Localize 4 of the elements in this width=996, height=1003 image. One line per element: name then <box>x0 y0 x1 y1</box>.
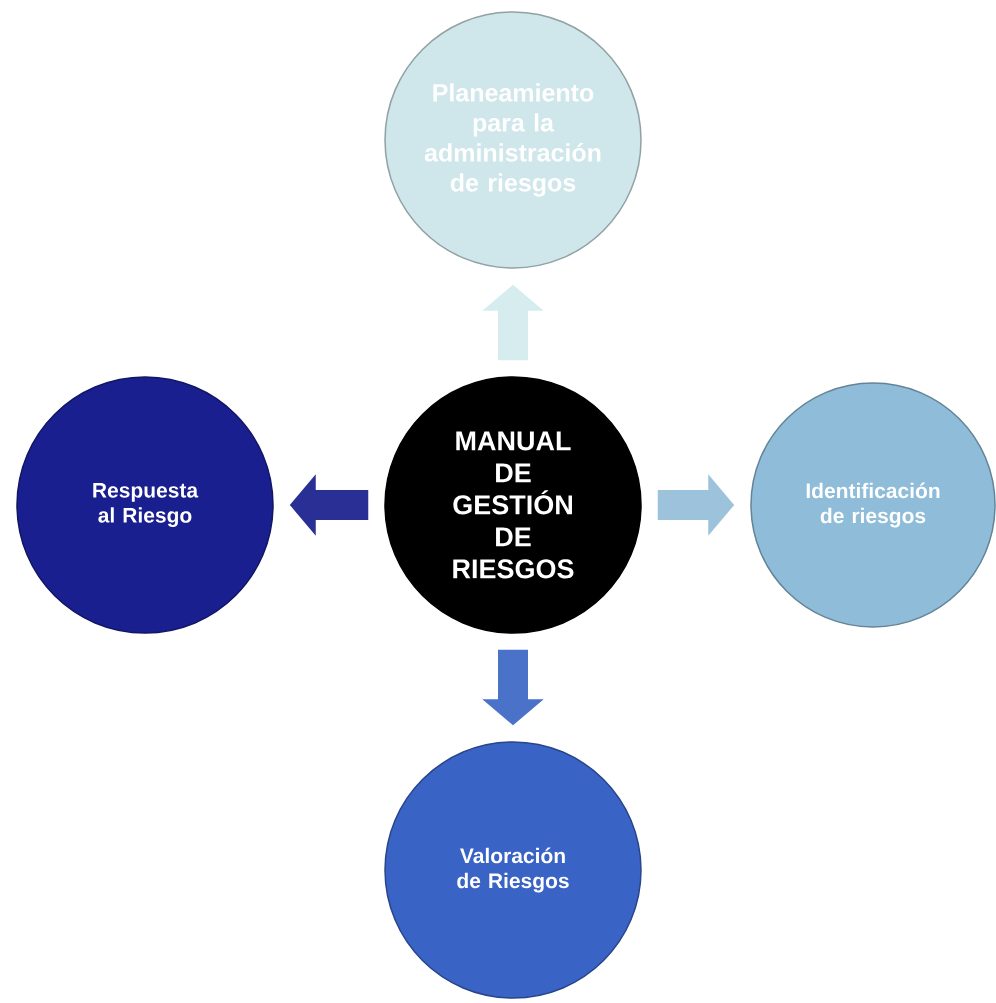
circle-node: Valoración de Riesgos <box>384 741 642 999</box>
circle-node: Respuesta al Riesgo <box>16 376 274 634</box>
circle-node: Identificación de riesgos <box>750 382 996 628</box>
circle-node: MANUAL DE GESTIÓN DE RIESGOS <box>384 376 642 634</box>
